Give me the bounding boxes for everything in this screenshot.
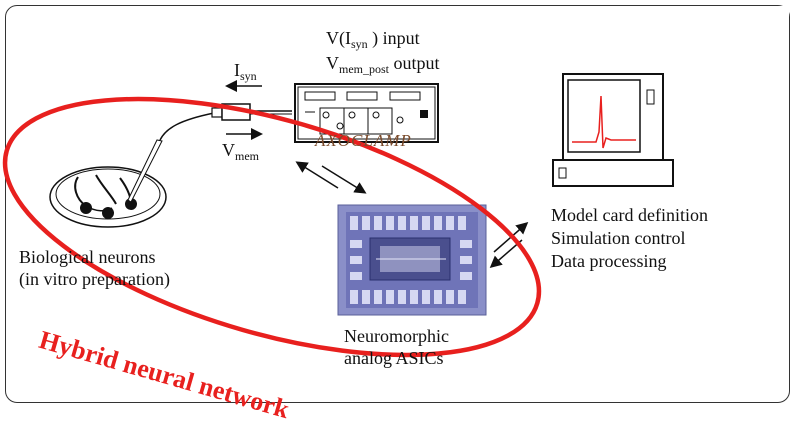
amplifier-brand: AXOCLAMP (315, 131, 412, 150)
arrow-to-amplifier-icon (295, 161, 339, 189)
computer-icon (552, 73, 674, 187)
amplifier-output-label: Vmem_post output (326, 53, 440, 76)
hybrid-network-ellipse (2, 96, 542, 358)
vmem-label: Vmem (222, 140, 259, 163)
amplifier-device (294, 83, 439, 143)
neuron-dot (125, 198, 137, 210)
computer-label-line3: Data processing (551, 251, 667, 271)
asic-label-line2: analog ASICs (344, 348, 444, 368)
neuron-dot (102, 207, 114, 219)
computer-label-line2: Simulation control (551, 228, 686, 248)
biological-label-line2: (in vitro preparation) (19, 269, 170, 289)
arrow-to-computer-icon (493, 222, 529, 253)
asic-chip-image (337, 204, 487, 316)
isyn-label: Isyn (234, 60, 257, 83)
computer-label-line1: Model card definition (551, 205, 708, 225)
petri-dish-icon (49, 166, 167, 228)
amplifier-input-label: V(Isyn ) input (326, 28, 420, 51)
asic-label-line1: Neuromorphic (344, 326, 449, 346)
ecg-trace (572, 95, 636, 149)
arrow-to-asic-icon (321, 165, 367, 194)
biological-label-line1: Biological neurons (19, 247, 156, 267)
frame-corner (773, 6, 789, 22)
neuron-dot (80, 202, 92, 214)
figure-frame (5, 5, 790, 403)
diagram-canvas (2, 73, 674, 358)
